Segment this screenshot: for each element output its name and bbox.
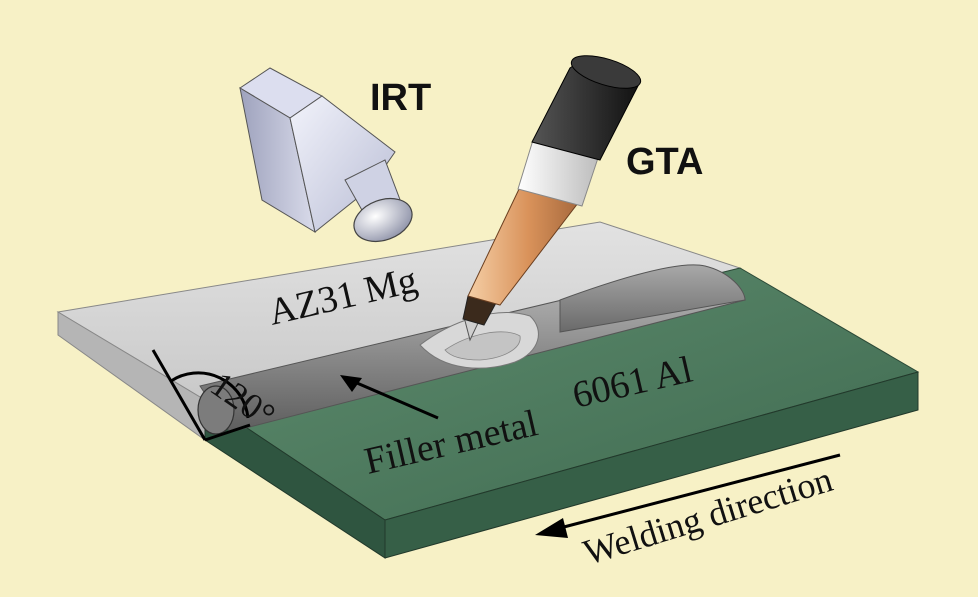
mg-plate [56, 221, 742, 441]
filler-rod-end [197, 385, 235, 435]
weld-groove [197, 264, 747, 435]
irt-label: IRT [370, 77, 431, 119]
gta-label: GTA [626, 141, 703, 183]
welding-direction-arrow [535, 453, 841, 538]
gta-torch [462, 55, 642, 342]
camera-lens [353, 197, 413, 243]
irt-camera [239, 67, 413, 243]
filler-arrow [340, 375, 439, 420]
angle-marker [151, 349, 251, 442]
